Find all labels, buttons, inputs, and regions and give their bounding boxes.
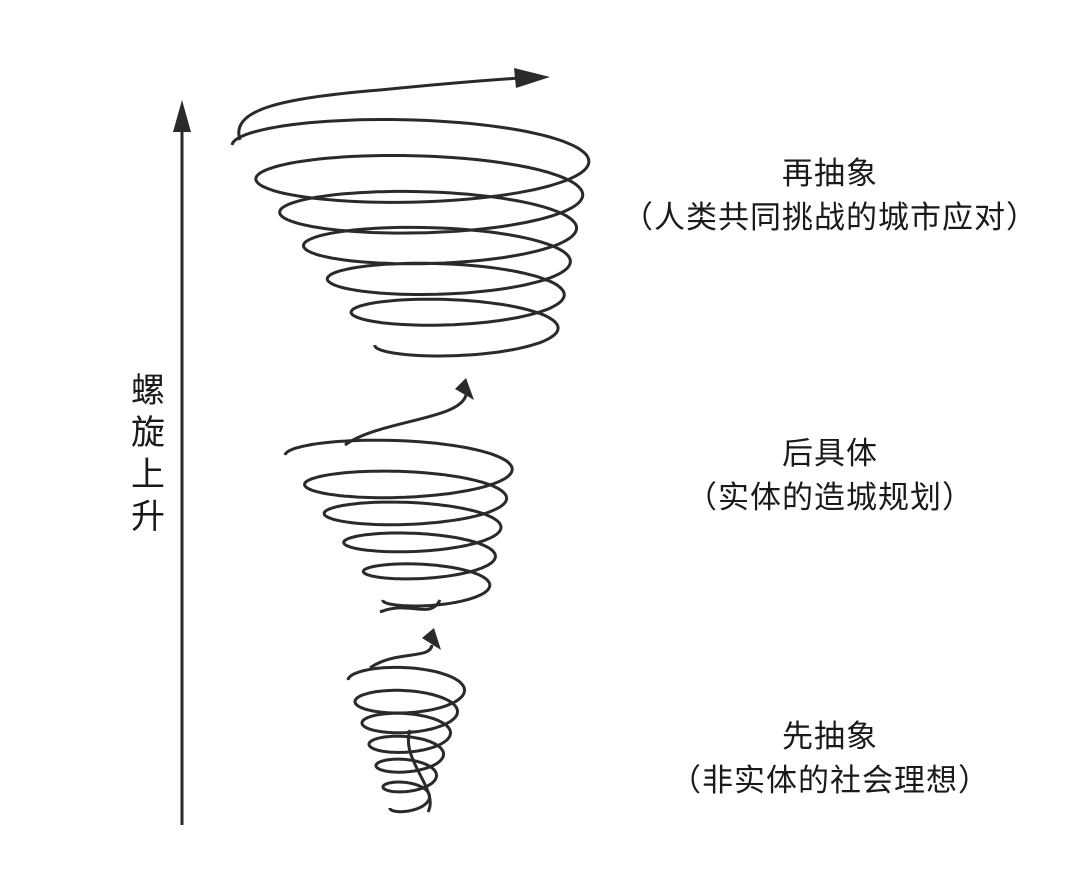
stage-bottom-title: 先抽象: [782, 719, 878, 755]
stage-middle-label: 后具体 （实体的造城规划）: [580, 432, 1080, 520]
stage-bottom-desc: （非实体的社会理想）: [670, 763, 990, 799]
stage-bottom-label: 先抽象 （非实体的社会理想）: [580, 715, 1080, 803]
stage-middle-title: 后具体: [782, 436, 878, 472]
spiral-exit-line: [237, 76, 521, 141]
connector-middle-to-top: [344, 394, 468, 614]
connector-arrowhead-1: [422, 628, 441, 650]
spiral-middle: [283, 438, 514, 608]
axis-label: 螺 旋 上 升: [131, 371, 165, 537]
stage-top-title: 再抽象: [782, 156, 878, 192]
stage-top-label: 再抽象 （人类共同挑战的城市应对）: [580, 152, 1080, 240]
spiral-top: [230, 118, 591, 358]
upward-axis-arrowhead: [173, 100, 191, 132]
stage-top-desc: （人类共同挑战的城市应对）: [622, 200, 1038, 236]
stage-middle-desc: （实体的造城规划）: [686, 480, 974, 516]
spiral-exit-arrowhead: [514, 68, 550, 88]
spiral-bottom: [346, 665, 466, 814]
connector-arrowhead-2: [455, 378, 474, 400]
connector-bottom-to-middle: [369, 644, 434, 813]
